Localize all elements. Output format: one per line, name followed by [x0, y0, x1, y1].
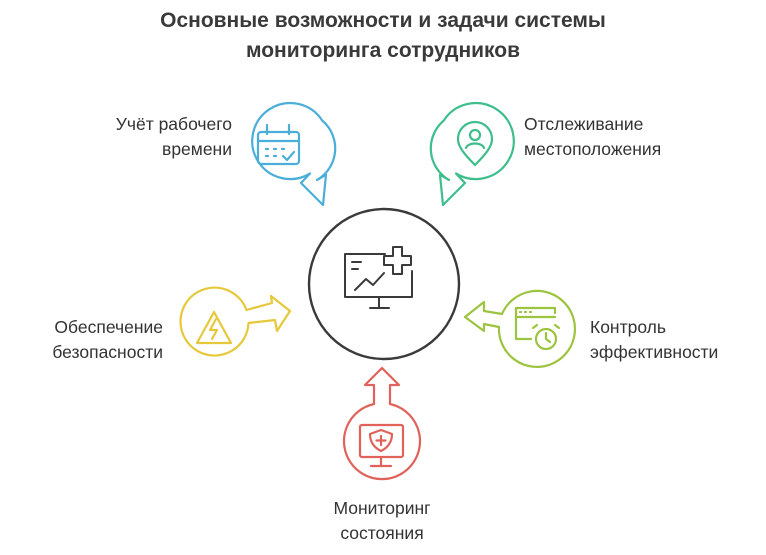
item-time-label: Учёт рабочего времени — [116, 112, 232, 162]
item-health-label-line-1: Мониторинг — [333, 498, 431, 518]
item-performance-label-line-1: Контроль — [590, 317, 667, 337]
item-health-label: Мониторинг состояния — [282, 496, 482, 546]
item-time-label-line-1: Учёт рабочего — [115, 114, 232, 134]
browser-clock-icon — [514, 306, 561, 351]
item-performance-label: Контроль эффективности — [590, 315, 718, 365]
item-security-node — [179, 286, 292, 357]
item-health-node — [342, 366, 422, 481]
location-pin-user-icon — [456, 120, 494, 167]
item-performance-label-line-2: эффективности — [590, 342, 719, 362]
item-performance-node — [463, 289, 577, 369]
calendar-check-icon — [256, 123, 301, 166]
diagram-title: Основные возможности и задачи системы мо… — [0, 6, 766, 66]
item-location-label-line-2: местоположения — [524, 139, 662, 159]
item-security-label: Обеспечение безопасности — [52, 315, 163, 365]
item-security-label-line-1: Обеспечение — [54, 317, 163, 337]
monitor-shield-icon — [358, 423, 405, 468]
item-location-label-line-1: Отслеживание — [524, 114, 644, 134]
item-location-node — [429, 102, 515, 207]
item-health-label-line-2: состояния — [340, 523, 424, 543]
item-security-label-line-2: безопасности — [52, 342, 163, 362]
item-time-label-line-2: времени — [162, 139, 232, 159]
item-time-node — [251, 102, 337, 207]
center-node — [307, 207, 461, 361]
title-line-1: Основные возможности и задачи системы — [160, 9, 606, 32]
title-line-2: мониторинга сотрудников — [245, 39, 521, 62]
warning-bolt-icon — [195, 310, 233, 345]
item-location-label: Отслеживание местоположения — [524, 112, 661, 162]
monitor-health-icon — [344, 246, 413, 309]
